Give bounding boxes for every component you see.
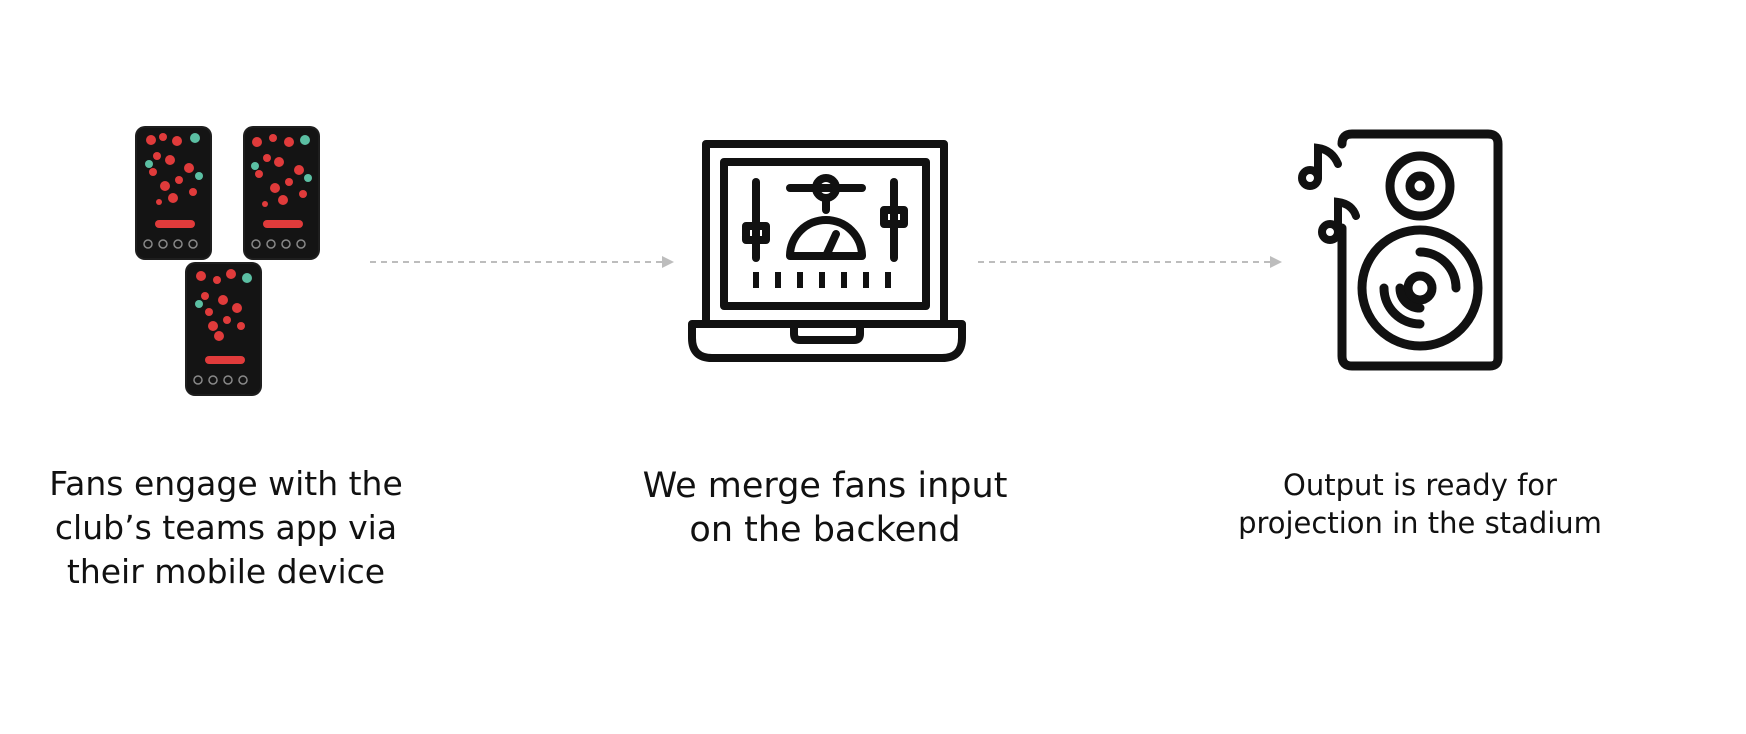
phone-screen-graphic [245, 128, 318, 258]
step-1-line-1: Fans engage with the [49, 464, 403, 503]
step-3-line-1: Output is ready for [1283, 468, 1557, 502]
phone-screen-graphic [187, 264, 260, 394]
arrow-right-icon [978, 256, 1282, 268]
mobile-app-screenshot-3 [187, 264, 260, 394]
arrow-right-icon [370, 256, 674, 268]
step-2-line-1: We merge fans input [642, 466, 1008, 506]
step-1-line-3: their mobile device [66, 552, 386, 591]
step-1-line-2: club’s teams app via [54, 508, 398, 547]
mobile-app-screenshot-1 [137, 128, 210, 258]
mobile-app-screenshot-2 [245, 128, 318, 258]
step-3-line-2: projection in the stadium [1238, 506, 1602, 540]
phone-screen-graphic [137, 128, 210, 258]
music-notes-icon [1298, 143, 1360, 244]
step-2-label: We merge fans input on the backend [600, 464, 1050, 552]
step-3-label: Output is ready for projection in the st… [1170, 466, 1670, 542]
speaker-icon [1337, 129, 1503, 371]
laptop-mixer-icon [688, 140, 966, 362]
step-2-line-2: on the backend [689, 510, 961, 550]
step-1-label: Fans engage with the club’s teams app vi… [0, 462, 452, 594]
